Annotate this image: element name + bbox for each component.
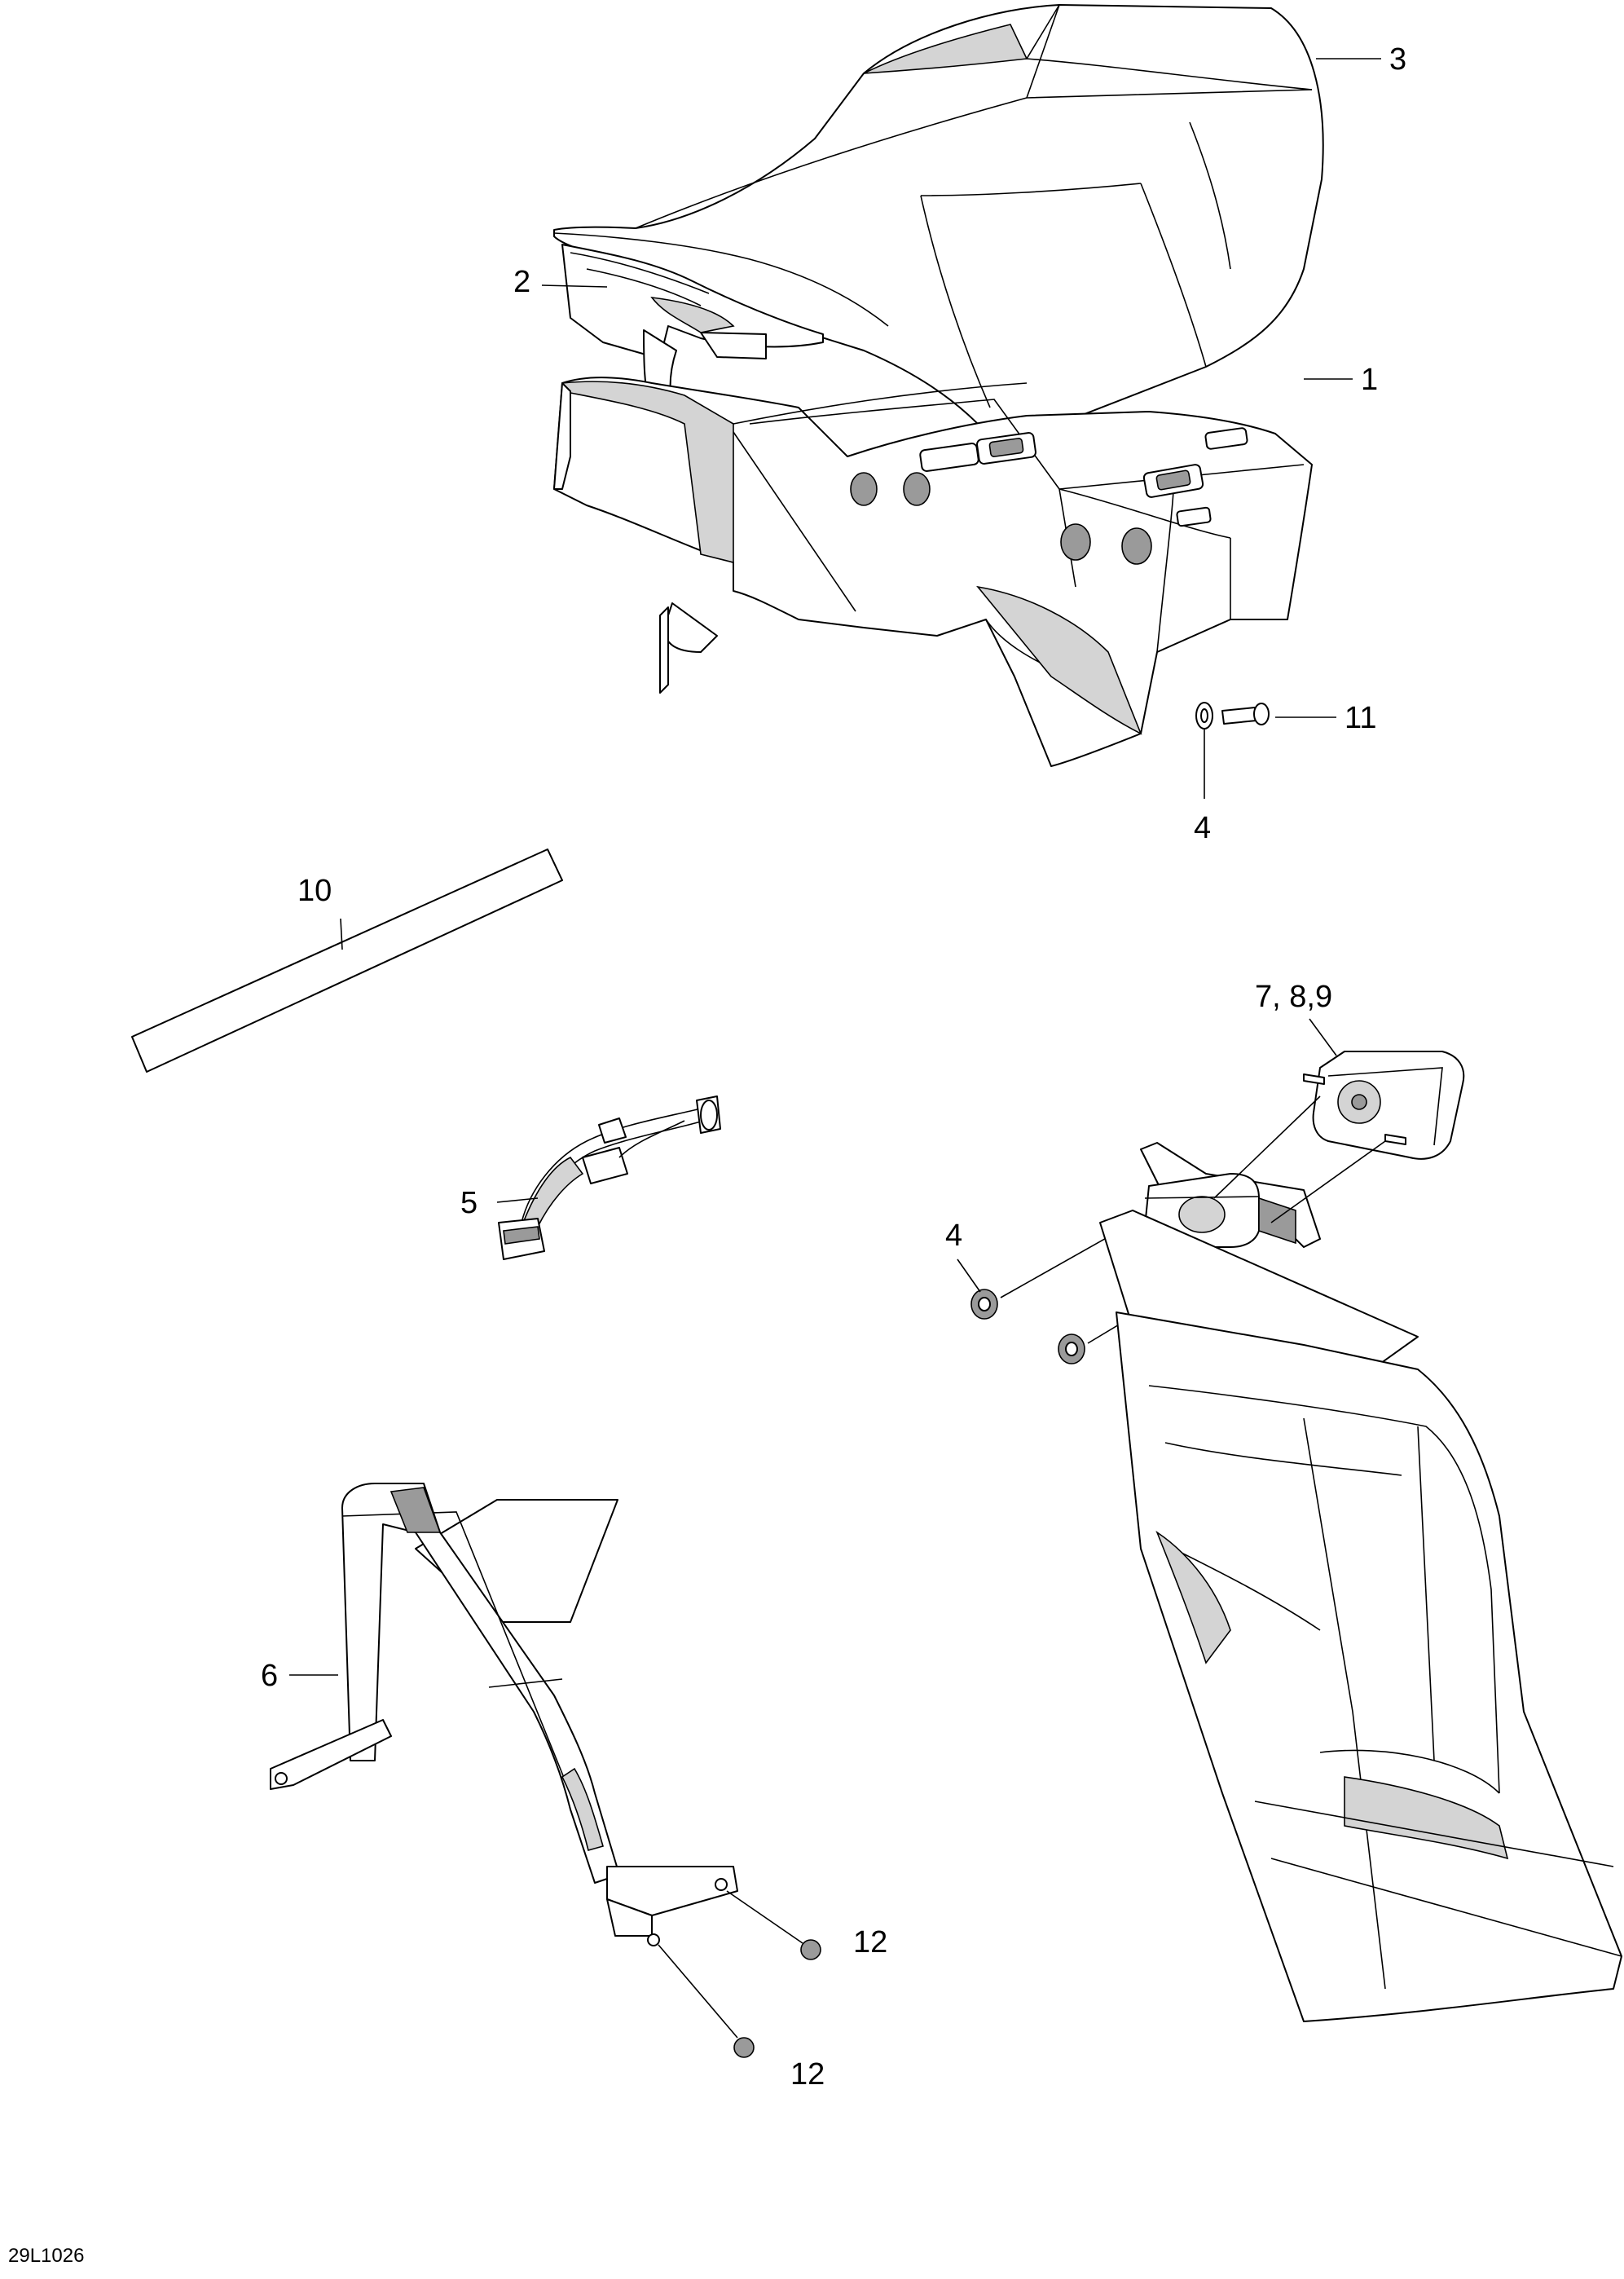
callout-789: 7, 8,9 — [1255, 980, 1332, 1014]
rear-fender-part — [553, 377, 1313, 767]
callout-10: 10 — [297, 874, 332, 908]
callout-12-bottom: 12 — [790, 2057, 825, 2092]
callout-5: 5 — [460, 1186, 478, 1220]
leader-4-mid — [957, 1259, 981, 1293]
callout-2: 2 — [513, 265, 530, 299]
leader-2 — [541, 284, 608, 288]
drawing-code: 29L1026 — [8, 2245, 84, 2267]
wiring-harness-part — [498, 1095, 721, 1260]
rear-panel-part — [1099, 1210, 1622, 2022]
callout-6: 6 — [261, 1659, 278, 1693]
callout-4-top: 4 — [1194, 811, 1211, 845]
tail-light-assembly — [1303, 1051, 1465, 1160]
leader-5 — [496, 1197, 539, 1203]
grommet-part-upper — [970, 1289, 998, 1320]
screw-part — [1221, 703, 1270, 725]
seat-cushion-part — [553, 4, 1324, 461]
callout-12-right: 12 — [853, 1925, 887, 1959]
leader-789 — [1309, 1018, 1337, 1056]
grab-handle-part — [270, 1483, 738, 1946]
callout-11: 11 — [1345, 701, 1376, 735]
nut-part-right — [800, 1939, 821, 1960]
leader-10 — [340, 918, 343, 950]
nut-part-bottom — [733, 2037, 755, 2058]
callout-4-mid: 4 — [945, 1219, 962, 1253]
callout-3: 3 — [1389, 42, 1406, 77]
grommet-part-lower — [1058, 1333, 1085, 1364]
decal-strip-part — [131, 849, 563, 1073]
callout-1: 1 — [1361, 363, 1378, 397]
seat-base-part — [561, 244, 824, 425]
washer-part — [1195, 702, 1213, 730]
